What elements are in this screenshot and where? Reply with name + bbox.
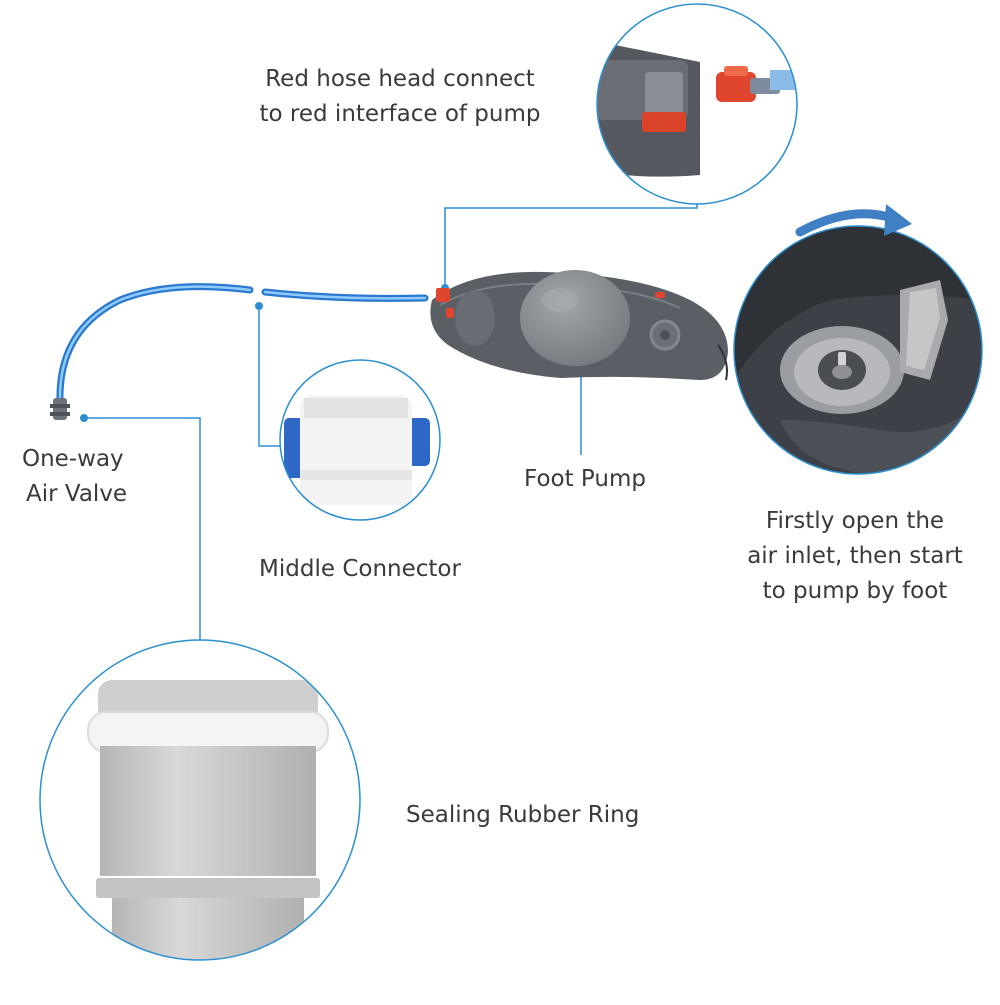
foot-pump-body (430, 270, 728, 381)
label-air-inlet-line2: air inlet, then start (747, 543, 963, 569)
callout-line-one-way-valve (84, 417, 201, 640)
red-interface (436, 288, 450, 302)
label-one-way-valve: One-way Air Valve (22, 442, 182, 512)
curved-arrow-icon (795, 204, 912, 237)
label-red-hose-line2: to red interface of pump (259, 101, 541, 127)
callout-line-red-hose (444, 204, 698, 288)
label-foot-pump: Foot Pump (524, 466, 646, 492)
one-way-valve-fitting (53, 398, 67, 420)
label-sealing-ring: Sealing Rubber Ring (406, 802, 640, 828)
label-red-hose: Red hose head connect to red interface o… (220, 62, 580, 132)
label-air-inlet-line1: Firstly open the (765, 508, 945, 534)
detail-circle-red-hose (596, 3, 798, 205)
label-one-way-valve-line1: One-way (22, 446, 124, 472)
air-hose (50, 283, 429, 420)
label-middle-connector: Middle Connector (259, 556, 461, 582)
callout-dot-middle-connector (255, 302, 263, 310)
callout-line-middle-connector (258, 306, 281, 447)
label-air-inlet: Firstly open the air inlet, then start t… (720, 504, 990, 609)
pump-dome (520, 270, 630, 366)
label-air-inlet-line3: to pump by foot (762, 578, 948, 604)
label-one-way-valve-line2: Air Valve (26, 481, 128, 507)
detail-circle-sealing-ring (39, 639, 361, 961)
callout-dot-one-way-valve (80, 414, 88, 422)
detail-circle-air-inlet (733, 225, 983, 475)
detail-circle-middle-connector (279, 359, 441, 521)
label-red-hose-line1: Red hose head connect (265, 66, 535, 92)
